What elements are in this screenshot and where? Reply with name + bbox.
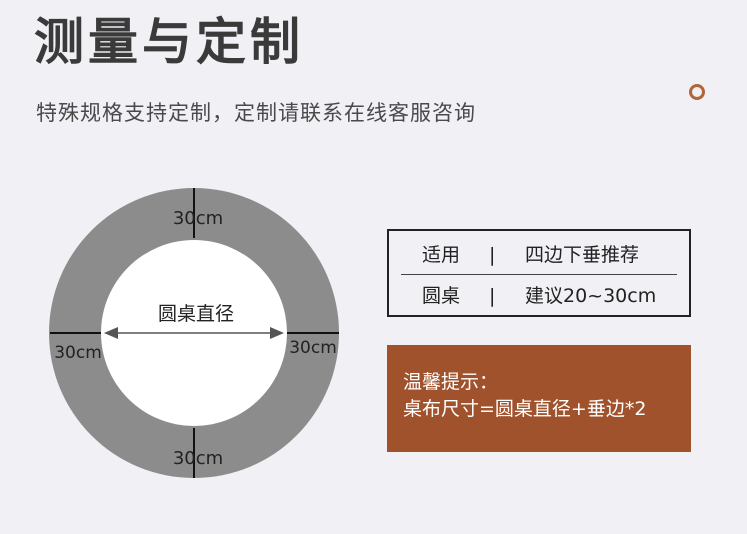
tip-box: 温馨提示： 桌布尺寸=圆桌直径+垂边*2 — [387, 345, 691, 452]
tip-heading: 温馨提示： — [403, 371, 499, 393]
spec-row-label: 适用 — [422, 244, 461, 266]
spec-row-round-table: 圆桌 | 建议20~30cm — [389, 276, 689, 316]
top-hang-label: 30cm — [173, 208, 223, 229]
decorative-circle-icon — [689, 84, 705, 100]
page-title: 测量与定制 — [34, 13, 304, 71]
bottom-hang-label: 30cm — [173, 448, 223, 469]
left-hang-label: 30cm — [54, 343, 102, 363]
spec-row-usage: 适用 | 四边下垂推荐 — [389, 235, 689, 275]
page-subtitle: 特殊规格支持定制，定制请联系在线客服咨询 — [36, 101, 476, 125]
spec-table-divider — [401, 274, 677, 275]
diameter-arrow-left-head-icon — [104, 327, 118, 339]
spec-row-value: 四边下垂推荐 — [525, 244, 640, 266]
tip-formula: 桌布尺寸=圆桌直径+垂边*2 — [403, 398, 647, 420]
spec-row-label: 圆桌 — [422, 285, 461, 307]
diameter-arrow-right-head-icon — [270, 327, 284, 339]
spec-table: 适用 | 四边下垂推荐 圆桌 | 建议20~30cm — [387, 229, 691, 317]
spec-row-separator: | — [489, 244, 496, 266]
right-hang-label: 30cm — [289, 338, 337, 358]
diameter-label: 圆桌直径 — [158, 303, 234, 325]
spec-row-value: 建议20~30cm — [525, 285, 657, 307]
spec-row-separator: | — [489, 285, 496, 307]
